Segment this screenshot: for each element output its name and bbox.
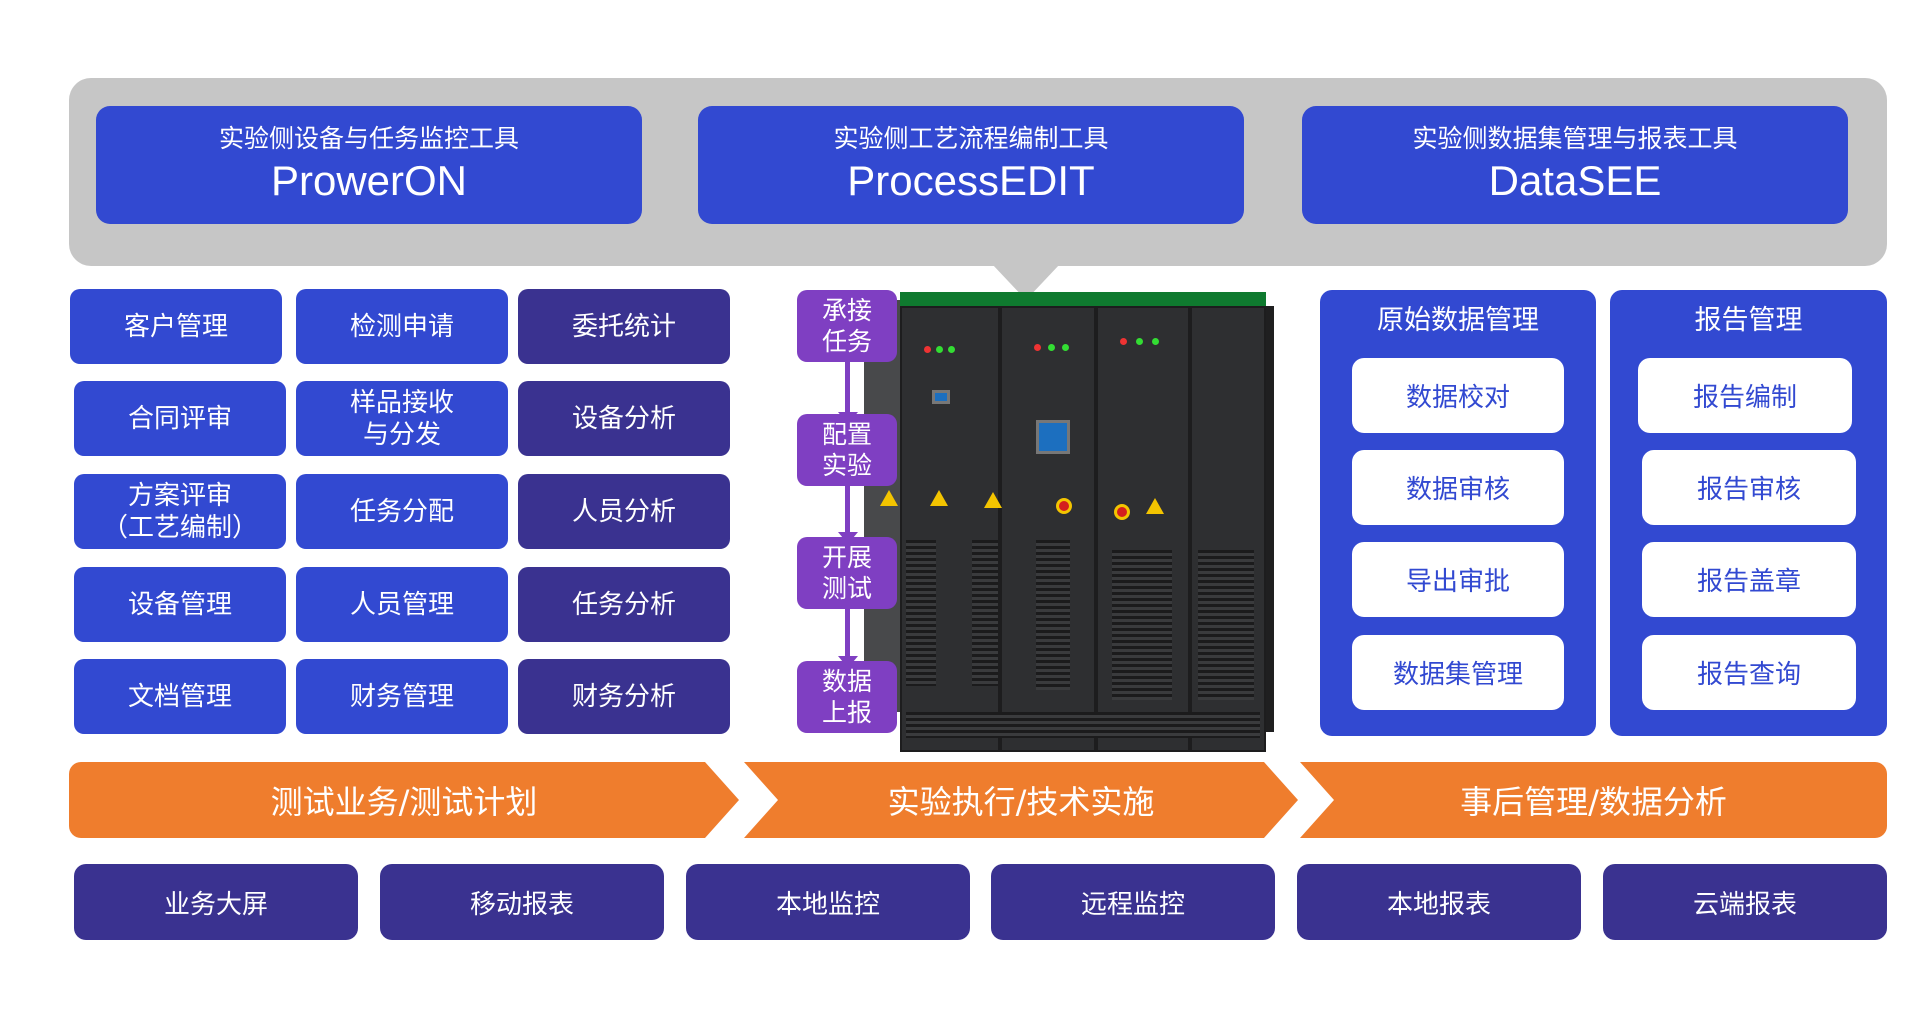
- tool-subtitle: 实验侧设备与任务监控工具: [218, 124, 519, 153]
- tool-name: DataSEE: [1488, 157, 1662, 204]
- grid-item-commission-stats[interactable]: 委托统计: [518, 289, 730, 364]
- output-remote-monitor[interactable]: 远程监控: [991, 864, 1275, 940]
- report-panel: 报告管理 报告编制 报告审核 报告盖章 报告查询: [1610, 290, 1887, 736]
- data-item-proofread[interactable]: 数据校对: [1352, 358, 1564, 433]
- report-item-seal[interactable]: 报告盖章: [1642, 542, 1856, 617]
- output-local-monitor[interactable]: 本地监控: [686, 864, 970, 940]
- tool-name: ProcessEDIT: [847, 157, 1095, 204]
- panel-title: 原始数据管理: [1377, 305, 1539, 336]
- grid-item-finance-analysis[interactable]: 财务分析: [518, 659, 730, 734]
- grid-item-staff-analysis[interactable]: 人员分析: [518, 474, 730, 549]
- step-accept-task[interactable]: 承接 任务: [797, 290, 897, 362]
- phase-label: 测试业务/测试计划: [270, 783, 538, 821]
- step-report-data[interactable]: 数据 上报: [797, 661, 897, 733]
- grid-item-task-assign[interactable]: 任务分配: [296, 474, 508, 549]
- tool-card-datasee[interactable]: 实验侧数据集管理与报表工具 DataSEE: [1302, 106, 1848, 224]
- grid-item-finance-mgmt[interactable]: 财务管理: [296, 659, 508, 734]
- tool-subtitle: 实验侧数据集管理与报表工具: [1412, 124, 1738, 153]
- step-run-test[interactable]: 开展 测试: [797, 537, 897, 609]
- raw-data-panel: 原始数据管理 数据校对 数据审核 导出审批 数据集管理: [1320, 290, 1596, 736]
- tool-card-poweron[interactable]: 实验侧设备与任务监控工具 ProwerON: [96, 106, 642, 224]
- report-item-review[interactable]: 报告审核: [1642, 450, 1856, 525]
- output-business-screen[interactable]: 业务大屏: [74, 864, 358, 940]
- phase-arrow-planning: 测试业务/测试计划: [69, 762, 739, 838]
- grid-item-inspection-request[interactable]: 检测申请: [296, 289, 508, 364]
- grid-item-task-analysis[interactable]: 任务分析: [518, 567, 730, 642]
- output-cloud-report[interactable]: 云端报表: [1603, 864, 1887, 940]
- data-item-dataset-mgmt[interactable]: 数据集管理: [1352, 635, 1564, 710]
- panel-title: 报告管理: [1694, 305, 1803, 336]
- tool-name: ProwerON: [270, 157, 468, 204]
- phase-label: 实验执行/技术实施: [887, 783, 1155, 821]
- phase-arrow-execution: 实验执行/技术实施: [744, 762, 1298, 838]
- output-local-report[interactable]: 本地报表: [1297, 864, 1581, 940]
- grid-item-sample-receipt[interactable]: 样品接收 与分发: [296, 381, 508, 456]
- grid-item-plan-review[interactable]: 方案评审 （工艺编制）: [74, 474, 286, 549]
- phase-arrow-analysis: 事后管理/数据分析: [1300, 762, 1887, 838]
- grid-item-device-mgmt[interactable]: 设备管理: [74, 567, 286, 642]
- grid-item-device-analysis[interactable]: 设备分析: [518, 381, 730, 456]
- grid-item-contract-review[interactable]: 合同评审: [74, 381, 286, 456]
- report-item-compile[interactable]: 报告编制: [1638, 358, 1852, 433]
- phase-label: 事后管理/数据分析: [1460, 783, 1727, 821]
- grid-item-document-mgmt[interactable]: 文档管理: [74, 659, 286, 734]
- data-item-export-approval[interactable]: 导出审批: [1352, 542, 1564, 617]
- data-item-audit[interactable]: 数据审核: [1352, 450, 1564, 525]
- tool-subtitle: 实验侧工艺流程编制工具: [833, 124, 1109, 153]
- tool-card-processedit[interactable]: 实验侧工艺流程编制工具 ProcessEDIT: [698, 106, 1244, 224]
- step-configure-experiment[interactable]: 配置 实验: [797, 414, 897, 486]
- grid-item-staff-mgmt[interactable]: 人员管理: [296, 567, 508, 642]
- output-mobile-report[interactable]: 移动报表: [380, 864, 664, 940]
- grid-item-customer[interactable]: 客户管理: [70, 289, 282, 364]
- report-item-query[interactable]: 报告查询: [1642, 635, 1856, 710]
